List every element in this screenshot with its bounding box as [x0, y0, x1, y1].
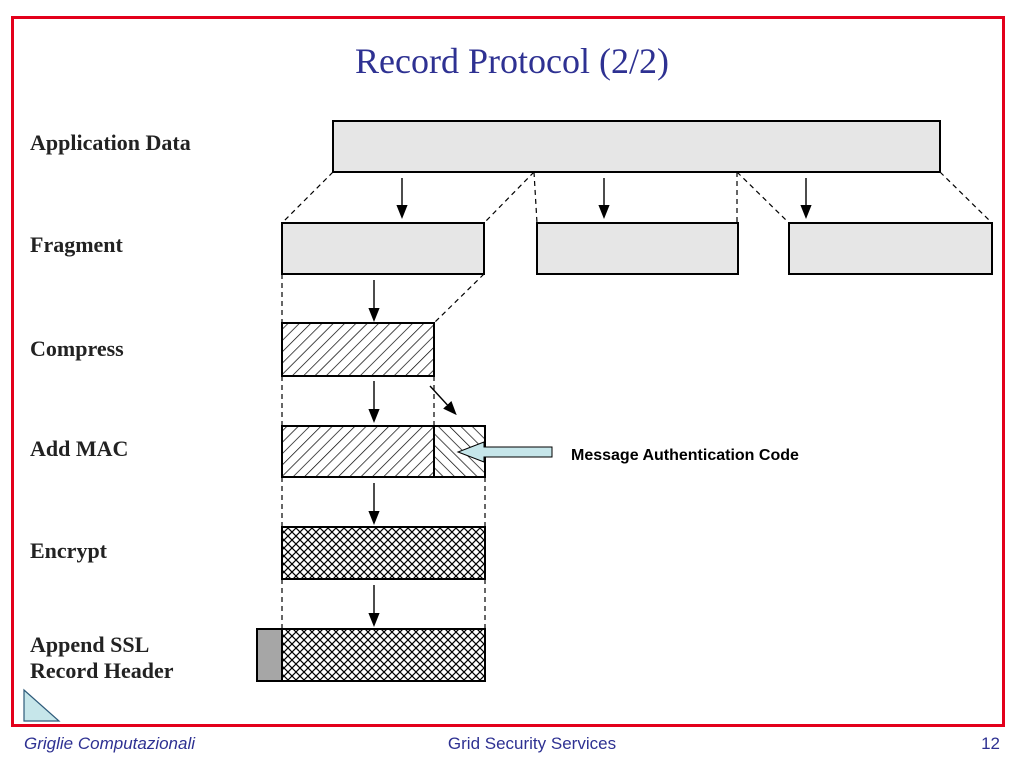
label-append-header: Append SSL Record Header — [30, 632, 174, 683]
fragment-box-3 — [788, 222, 993, 275]
label-add-mac: Add MAC — [30, 436, 129, 461]
mac-pointer-arrow — [456, 441, 553, 463]
ssl-record-header-box — [256, 628, 283, 682]
slide-title: Record Protocol (2/2) — [355, 41, 669, 81]
label-application-data: Application Data — [30, 130, 191, 155]
mac-diagonal-arrow — [429, 385, 457, 416]
fragment-arrows — [396, 178, 812, 219]
encrypted-record-box — [281, 628, 486, 682]
fragment-fanout-lines — [281, 171, 993, 224]
fragment-box-1 — [281, 222, 485, 275]
footer-topic: Grid Security Services — [447, 734, 617, 753]
mac-annotation: Message Authentication Code — [571, 447, 799, 464]
footer-course: Griglie Computazionali — [24, 734, 196, 753]
compress-guides — [281, 273, 485, 324]
label-fragment: Fragment — [30, 232, 123, 257]
slide-frame — [11, 16, 1005, 727]
footer-page-number: 12 — [981, 734, 1000, 753]
header-guides — [281, 579, 486, 629]
fragment-box-2 — [536, 222, 739, 275]
mac-payload-box — [281, 425, 435, 478]
compressed-box — [281, 322, 435, 377]
application-data-box — [332, 120, 941, 173]
encrypt-guides — [281, 477, 486, 527]
mac-guides — [281, 376, 435, 426]
label-encrypt: Encrypt — [30, 538, 107, 563]
corner-triangle-icon — [23, 688, 61, 722]
label-compress: Compress — [30, 336, 124, 361]
encrypted-box — [281, 526, 486, 580]
